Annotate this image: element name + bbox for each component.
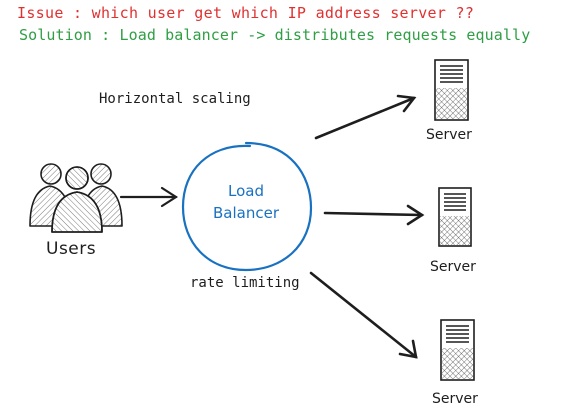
users-icon bbox=[29, 163, 123, 233]
server-label: Server bbox=[430, 259, 476, 275]
arrow-users-to-lb bbox=[119, 186, 179, 208]
load-balancer-line-2: Balancer bbox=[213, 204, 279, 222]
users-label: Users bbox=[46, 239, 97, 259]
server-label: Server bbox=[432, 391, 478, 407]
server-icon bbox=[434, 59, 469, 121]
load-balancer-label: Load Balancer bbox=[182, 180, 310, 224]
arrow-lb-to-server-3 bbox=[309, 271, 418, 359]
rate-limiting-label: rate limiting bbox=[190, 275, 300, 291]
server-icon bbox=[440, 319, 475, 381]
arrow-lb-to-server-1 bbox=[314, 94, 417, 140]
load-balancer-line-1: Load bbox=[228, 182, 264, 200]
server-icon bbox=[438, 187, 472, 247]
load-balancer-circle bbox=[181, 141, 313, 272]
horizontal-scaling-label: Horizontal scaling bbox=[99, 91, 251, 107]
server-label: Server bbox=[426, 127, 472, 143]
arrow-lb-to-server-2 bbox=[323, 204, 425, 226]
issue-statement: Issue : which user get which IP address … bbox=[17, 4, 475, 22]
solution-statement: Solution : Load balancer -> distributes … bbox=[19, 26, 531, 44]
